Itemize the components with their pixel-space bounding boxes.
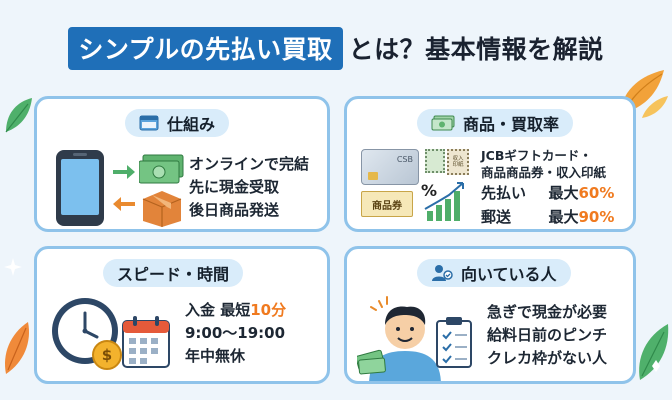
stamp-icon	[425, 149, 445, 173]
title-highlight: シンプルの先払い買取	[68, 26, 343, 70]
products-line-2: 商品商品券・収入印紙	[481, 165, 607, 180]
leaf-decoration-bottom-left	[4, 322, 30, 374]
sparkle-decoration	[4, 258, 22, 276]
voucher-text: 商品券	[372, 200, 402, 212]
percent-text: %	[421, 181, 438, 200]
pill-products: 商品・買取率	[417, 109, 574, 137]
pill-mechanism: 仕組み	[125, 109, 230, 137]
suited-line-1: 急ぎで現金が必要	[487, 303, 608, 321]
leaf-decoration-left	[5, 98, 32, 133]
speed-deposit: 入金 最短10分	[185, 301, 287, 319]
voucher-icon: 商品券	[361, 191, 413, 217]
gift-card-icon: CSB	[361, 149, 419, 185]
arrow-right-icon	[113, 165, 135, 179]
calendar-icon	[122, 316, 170, 368]
rate-mail-value: 90%	[578, 208, 615, 226]
clock-icon: $	[52, 298, 122, 370]
suited-line-2: 給料日前のピンチ	[487, 326, 608, 344]
speed-hours: 9:00〜19:00	[185, 324, 286, 342]
products-line-1: JCBギフトカード・	[481, 148, 592, 163]
smartphone-icon	[56, 150, 104, 226]
card-speed: スピード・時間 $ 入金 最短10分 9:00〜19:00 年中無休	[34, 246, 330, 384]
card-suited: 向いている人 急ぎで現金が必要 給料日前のピンチ クレカ枠がない人	[344, 246, 636, 384]
rate-prepay-value: 60%	[578, 184, 615, 202]
leaf-decoration-bottom-right	[639, 324, 669, 380]
person-with-cash-icon	[357, 296, 472, 381]
money-icon	[431, 115, 455, 131]
pill-speed: スピード・時間	[103, 259, 244, 287]
mechanism-line-3: 後日商品発送	[189, 201, 280, 219]
revenue-stamp-icon: 収入印紙	[447, 149, 469, 175]
growth-chart-icon: %	[419, 179, 467, 223]
suited-line-3: クレカ枠がない人	[487, 349, 608, 367]
stamp-text: 収入印紙	[452, 156, 464, 168]
cash-icon	[139, 154, 184, 184]
mechanism-line-2: 先に現金受取	[189, 178, 280, 196]
card-label: スピード・時間	[117, 265, 230, 284]
card-mechanism: 仕組み オンラインで完結 先に現金受取 後日商品発送	[34, 96, 330, 232]
mechanism-line-1: オンラインで完結	[189, 155, 310, 173]
window-icon	[139, 115, 159, 131]
card-products: 商品・買取率 CSB 収入印紙 商品券 % JCBギフトカード・ 商品商品券・収…	[344, 96, 636, 232]
person-icon	[432, 265, 453, 281]
page-title: シンプルの先払い買取 とは？基本情報を解説	[0, 26, 672, 70]
card-label: 商品・買取率	[463, 115, 560, 134]
rate-row-prepay: 先払い 最大60%	[481, 184, 615, 202]
arrow-left-icon	[113, 197, 135, 211]
deposit-time-value: 10分	[250, 301, 287, 319]
card-label: 向いている人	[461, 265, 557, 284]
package-icon	[142, 191, 182, 227]
rate-row-mail: 郵送 最大90%	[481, 208, 615, 226]
card-label: 仕組み	[167, 115, 216, 134]
speed-days: 年中無休	[185, 347, 246, 365]
gift-card-text: CSB	[396, 155, 413, 164]
title-rest: とは？基本情報を解説	[348, 35, 604, 64]
svg-text:$: $	[102, 346, 112, 364]
pill-suited: 向いている人	[417, 259, 571, 287]
